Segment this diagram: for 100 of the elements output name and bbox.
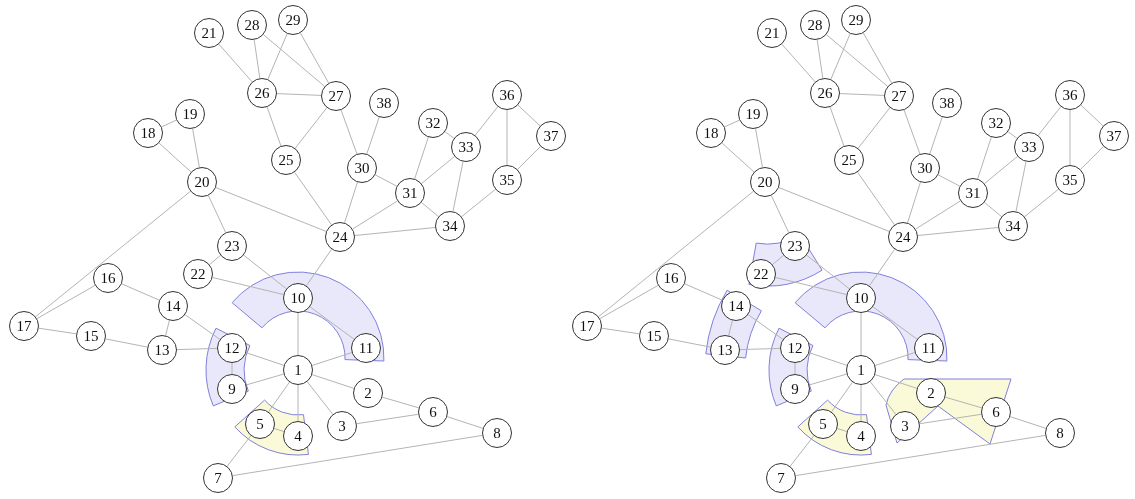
connector-line (38, 327, 77, 335)
connector-line (306, 381, 334, 415)
connector-line (915, 200, 961, 230)
connector-line (860, 312, 862, 356)
connector-line (352, 200, 398, 230)
connector-line (857, 107, 891, 149)
vertex-circle (1014, 132, 1044, 162)
vertex-number: 9 (791, 381, 799, 397)
vertex-circle (780, 231, 810, 261)
vertex-number: 34 (1005, 218, 1021, 234)
vertex-number: 5 (819, 416, 827, 432)
vertex-circle (217, 231, 247, 261)
vertex-circle (492, 165, 522, 195)
connector-line (944, 396, 983, 409)
connector-line (297, 312, 299, 356)
connector-line (192, 128, 200, 168)
connector-line (772, 255, 784, 265)
connector-line (354, 227, 436, 236)
connector-line (919, 413, 982, 425)
vertex-circle (656, 263, 686, 293)
connector-line (839, 93, 885, 96)
connector-line (1080, 146, 1104, 170)
vertex-circle (1055, 165, 1085, 195)
vertex-circle (93, 263, 123, 293)
connector-line (836, 428, 848, 432)
connector-line (929, 116, 943, 155)
connector-line (668, 338, 711, 348)
vertex-number: 16 (663, 270, 679, 286)
vertex-number: 11 (358, 340, 374, 356)
connector-line (243, 254, 287, 290)
vertex-number: 18 (703, 125, 719, 141)
vertex-number: 19 (182, 106, 198, 122)
vertex-circle (369, 88, 399, 118)
vertex-number: 12 (224, 340, 240, 356)
vertex-number: 25 (278, 152, 294, 168)
connector-line (105, 338, 148, 348)
vertex-number: 15 (83, 328, 99, 344)
vertex-circle (247, 78, 277, 108)
connector-line (872, 306, 918, 340)
connector-line (781, 43, 816, 83)
vertex-circle (1099, 121, 1129, 151)
vertex-number: 29 (285, 12, 301, 28)
connector-line (218, 43, 253, 83)
connector-line (808, 352, 848, 366)
connector-line (1080, 104, 1104, 127)
vertex-circle (418, 108, 448, 138)
connector-line (874, 352, 916, 366)
connector-line (374, 174, 398, 187)
connector-line (598, 190, 754, 318)
connector-line (937, 174, 961, 187)
connector-line (977, 136, 992, 180)
connector-line (474, 106, 499, 136)
connector-line (444, 131, 455, 139)
vertex-circle (492, 80, 522, 110)
vertex-circle (834, 145, 864, 175)
connector-line (340, 109, 358, 155)
vertex-number: 38 (376, 95, 392, 111)
vertex-number: 21 (764, 25, 780, 41)
vertex-circle (395, 178, 425, 208)
vertex-circle (998, 211, 1028, 241)
connector-line (294, 171, 332, 226)
connector-line (184, 314, 221, 340)
connector-line (452, 161, 464, 212)
vertex-circle (1055, 80, 1085, 110)
connector-line (816, 39, 824, 79)
connector-line (826, 34, 888, 87)
connector-line (1007, 131, 1018, 139)
vertex-number: 37 (543, 128, 559, 144)
vertex-number: 35 (1062, 172, 1078, 188)
vertex-number: 1 (857, 362, 865, 378)
connector-line (294, 107, 328, 149)
vertex-circle (958, 178, 988, 208)
vertex-number: 6 (992, 404, 1000, 420)
vertex-circle (910, 153, 940, 183)
connector-line (311, 374, 355, 389)
vertex-number: 24 (332, 229, 348, 245)
connector-line (421, 156, 455, 184)
connector-line (311, 352, 353, 366)
vertex-number: 3 (338, 418, 346, 434)
vertex-number: 33 (1021, 139, 1037, 155)
vertex-number: 5 (256, 416, 264, 432)
connector-line (226, 435, 252, 467)
connector-line (36, 284, 96, 320)
vertex-circle (738, 99, 768, 129)
vertex-circle (183, 259, 213, 289)
connector-line (755, 128, 763, 168)
vertex-circle (1045, 418, 1075, 448)
vertex-number: 3 (901, 418, 909, 434)
connector-line (421, 202, 439, 217)
vertex-number: 36 (1062, 87, 1078, 103)
connector-line (245, 352, 285, 366)
vertex-number: 4 (857, 428, 865, 444)
connector-line (165, 320, 170, 336)
connector-line (506, 109, 508, 166)
connector-line (601, 327, 640, 335)
vertex-circle (283, 355, 313, 385)
connector-line (903, 109, 921, 155)
vertex-number: 14 (165, 298, 181, 314)
connector-line (461, 188, 496, 218)
connector-line (176, 347, 218, 351)
